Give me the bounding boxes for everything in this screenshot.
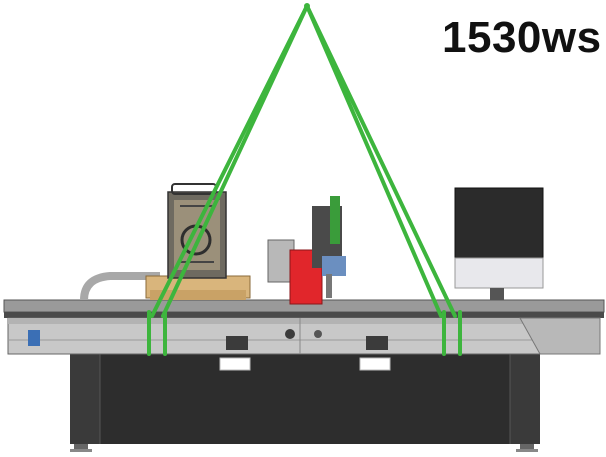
leveling-feet xyxy=(70,444,538,452)
table-beam xyxy=(3,299,605,355)
beam-brackets xyxy=(28,329,391,371)
lifting-sling-icon xyxy=(147,4,462,356)
vacuum-hose xyxy=(80,272,160,301)
spindle-head xyxy=(267,196,346,305)
base-cabinet xyxy=(70,350,540,444)
control-panel xyxy=(454,187,544,300)
model-label: 1530ws xyxy=(442,13,602,62)
